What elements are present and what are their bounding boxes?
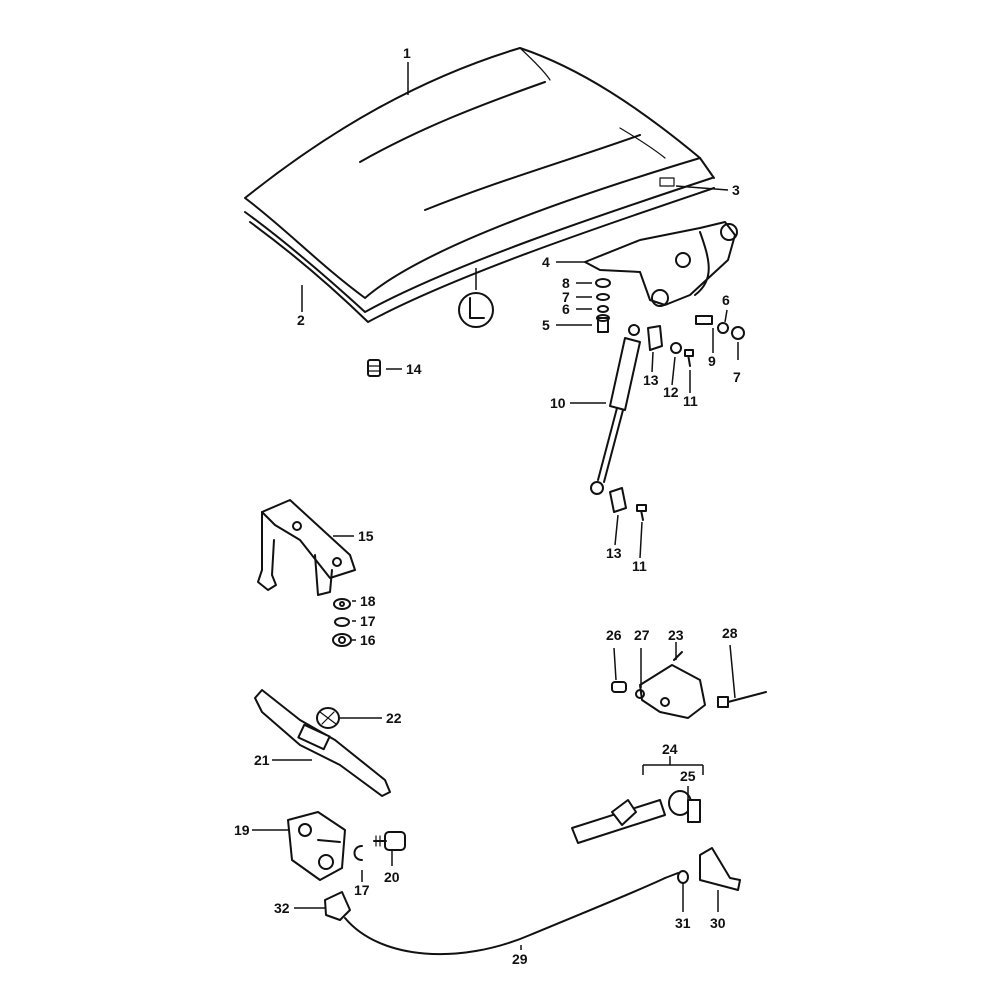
hinge-hardware-stack [595,278,611,333]
callout-7a: 7 [562,289,570,305]
callout-20: 20 [384,869,400,885]
callout-32: 32 [274,900,290,916]
hood-hinge [584,221,738,307]
callout-4: 4 [542,254,550,270]
handle-washer [677,870,689,884]
hood-latch [287,811,346,881]
front-hood-symbol-icon [458,292,494,328]
callout-1: 1 [403,45,411,61]
release-cable [344,872,679,956]
latch-plate [254,689,391,797]
callout-31: 31 [675,915,691,931]
callout-2: 2 [297,312,305,328]
callout-30: 30 [710,915,726,931]
callout-3: 3 [732,182,740,198]
callout-25: 25 [680,768,696,784]
callout-8: 8 [562,275,570,291]
callout-labels: 1 2 3 4 8 7 6 5 6 9 7 10 13 12 11 14 15 … [234,45,741,967]
release-pin [717,691,767,708]
callout-29: 29 [512,951,528,967]
release-handle [699,847,741,891]
release-lever [639,651,706,719]
rubber-buffer [316,707,340,729]
callout-23: 23 [668,627,684,643]
lock-bracket [257,499,356,596]
callout-24: 24 [662,741,678,757]
latch-bolt [373,831,406,851]
callout-11b: 11 [632,558,647,574]
circlip [353,845,363,861]
callout-15: 15 [358,528,374,544]
hinge-bolt-set [695,315,745,340]
strut-lower-bracket [609,487,647,521]
hood-seal [244,157,715,323]
callout-22: 22 [386,710,402,726]
callout-26: 26 [606,627,622,643]
callout-16: 16 [360,632,376,648]
callout-17b: 17 [354,882,370,898]
callout-13a: 13 [643,372,659,388]
callout-27: 27 [634,627,650,643]
callout-5: 5 [542,317,550,333]
callout-21: 21 [254,752,270,768]
cable-clip [324,891,351,921]
gas-strut [590,324,641,495]
callout-9: 9 [708,353,716,369]
callout-18: 18 [360,593,376,609]
hood-panel [244,47,701,299]
nut-washer-stack [332,598,352,647]
strut-upper-bracket [647,325,694,367]
callout-13b: 13 [606,545,622,561]
callout-7b: 7 [733,369,741,385]
callout-14: 14 [406,361,422,377]
callout-17a: 17 [360,613,376,629]
callout-6b: 6 [722,292,730,308]
callout-12: 12 [663,384,679,400]
callout-19: 19 [234,822,250,838]
leader-lines [252,62,739,950]
lock-cylinder [571,790,701,844]
callout-6a: 6 [562,301,570,317]
callout-11a: 11 [683,393,698,409]
release-screw [611,681,645,699]
callout-10: 10 [550,395,566,411]
bump-stop [367,359,381,377]
callout-28: 28 [722,625,738,641]
